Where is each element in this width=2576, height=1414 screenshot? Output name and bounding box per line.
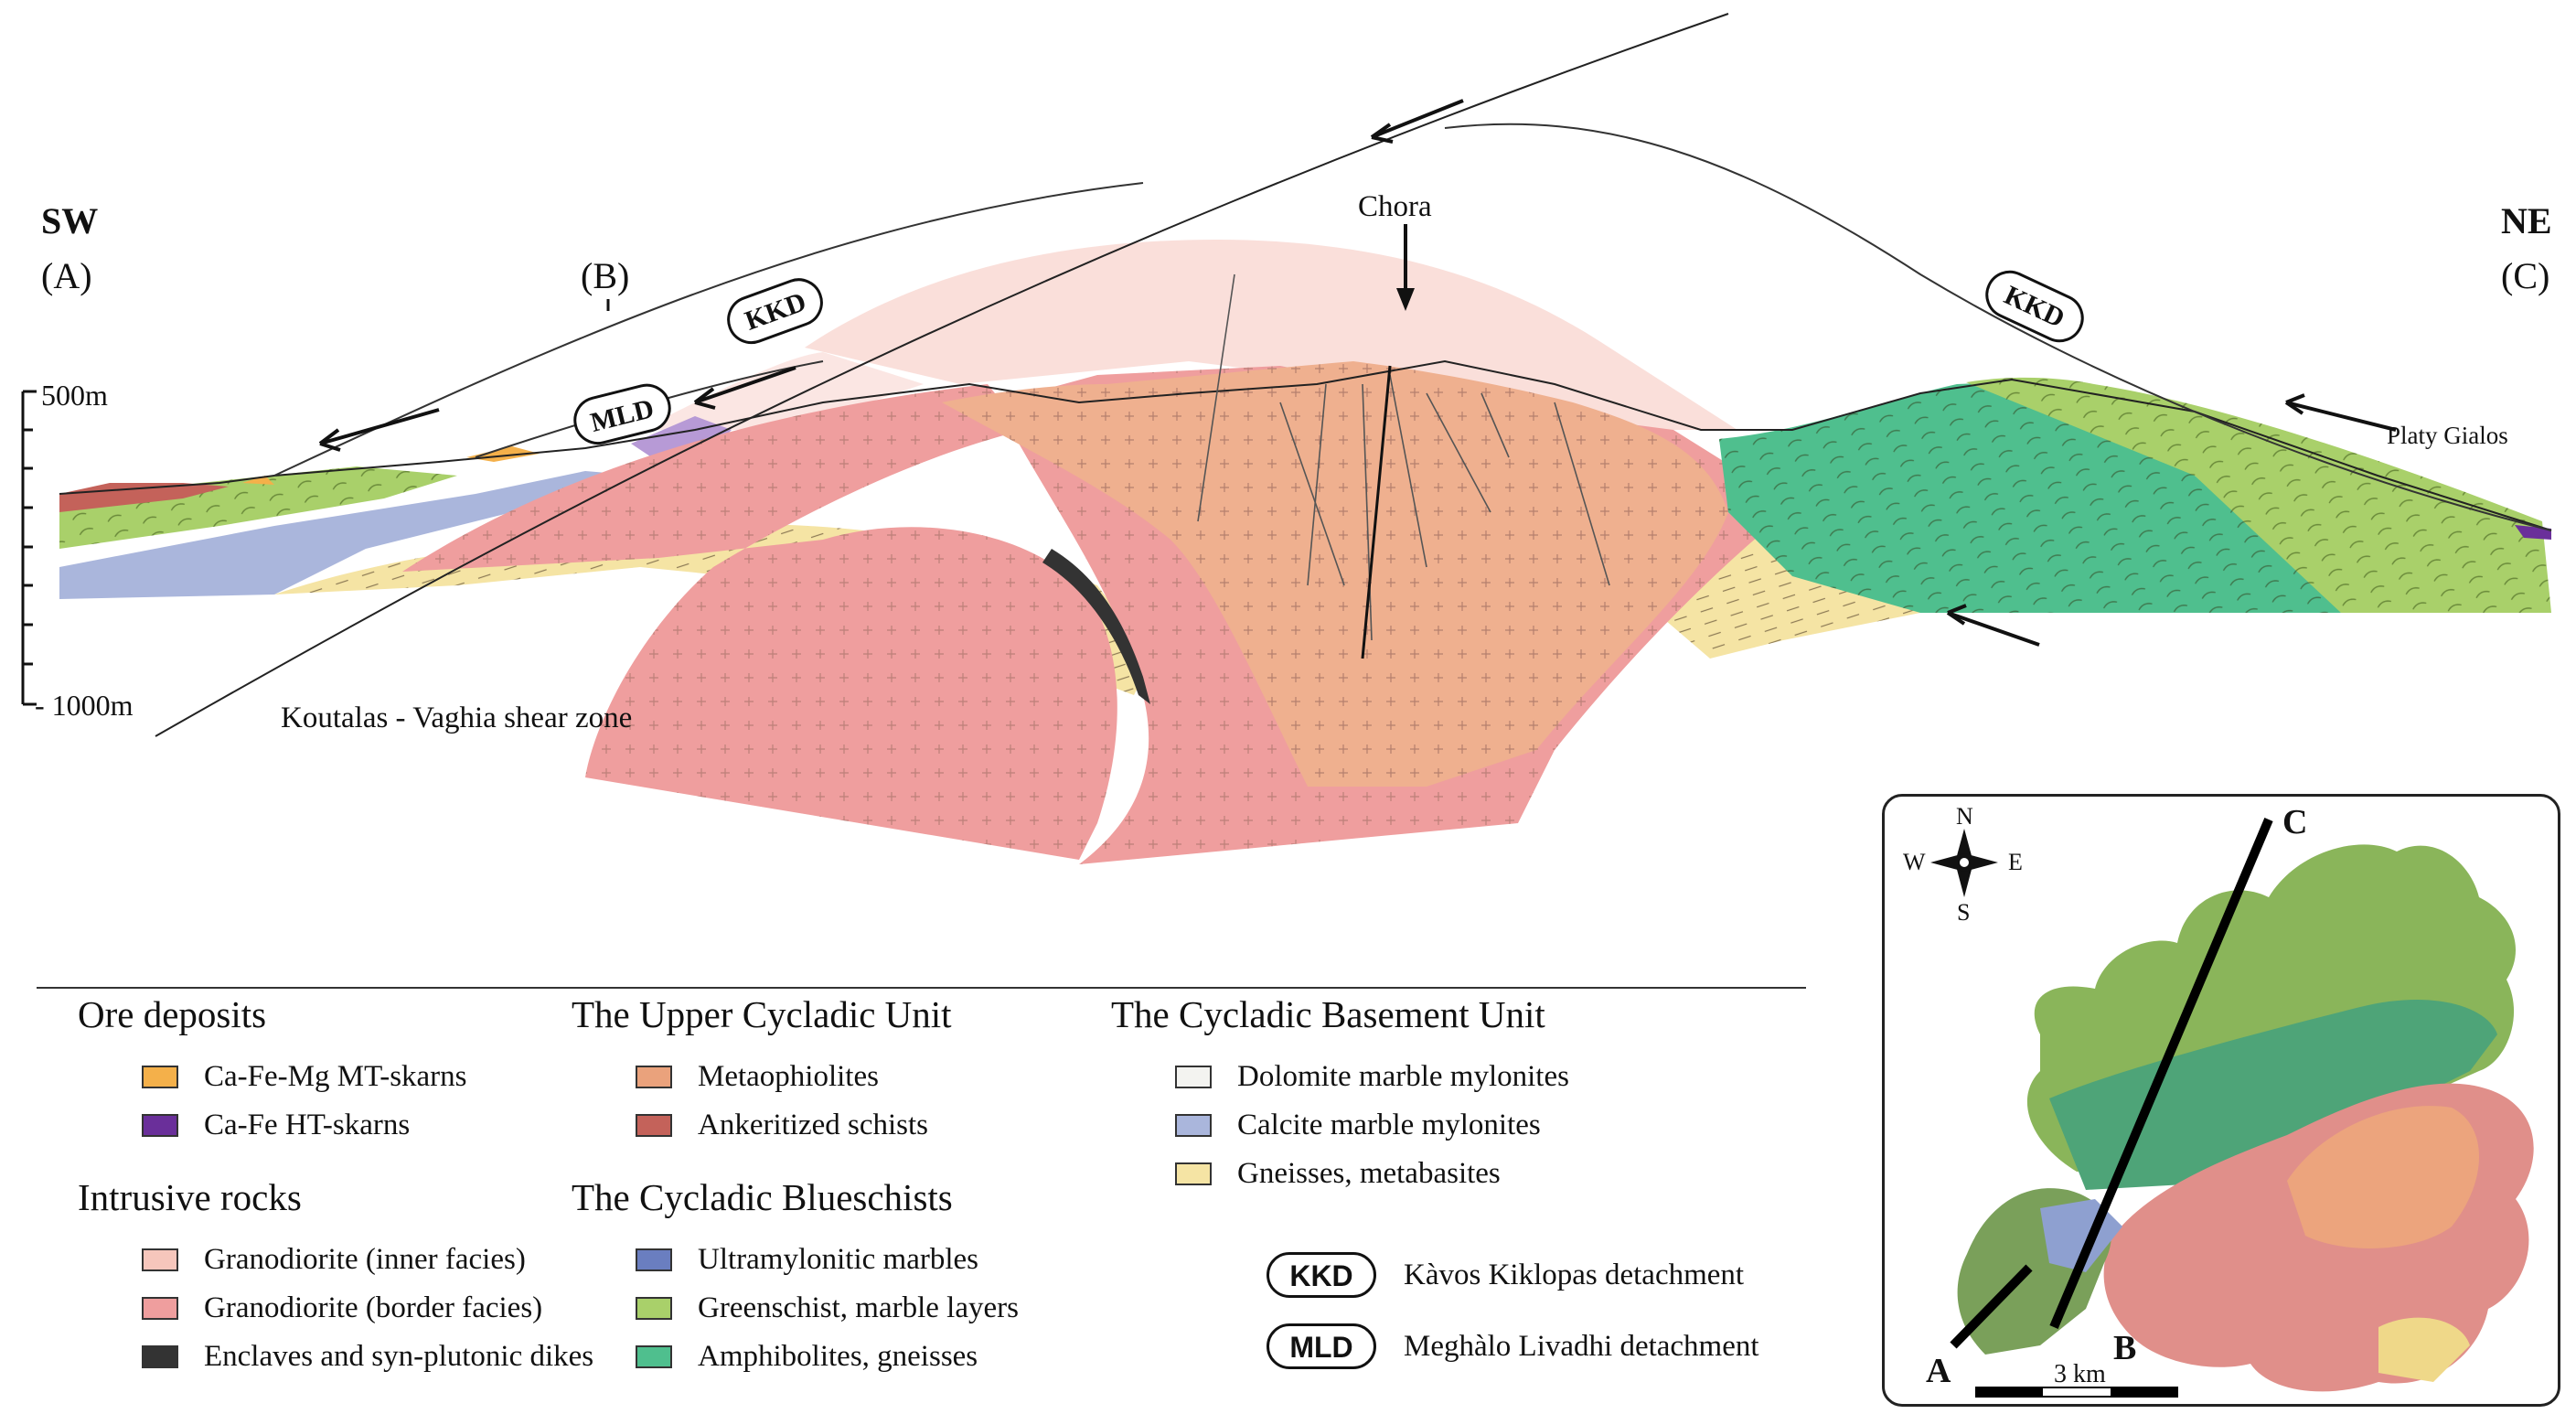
legend-upper-title: The Upper Cycladic Unit — [572, 993, 952, 1035]
legend-ore: Ore deposits Ca-Fe-Mg MT-skarns Ca-Fe HT… — [78, 992, 467, 1150]
legend-item: Enclaves and syn-plutonic dikes — [78, 1333, 593, 1381]
inset-map: N S W E A B C 3 km — [1882, 794, 2560, 1407]
inset-label-c: C — [2282, 803, 2307, 841]
inset-scale-label: 3 km — [2054, 1360, 2106, 1388]
legend-ore-title: Ore deposits — [78, 993, 267, 1035]
kkd-line-sw — [273, 182, 1144, 477]
legend-basement: The Cycladic Basement Unit Dolomite marb… — [1111, 992, 1569, 1198]
legend-item: Granodiorite (border facies) — [78, 1284, 593, 1333]
legend-intrusive: Intrusive rocks Granodiorite (inner faci… — [78, 1175, 593, 1381]
kkd-tag-sw: KKD — [727, 278, 823, 345]
chora-label: Chora — [1358, 190, 1432, 223]
legend-upper: The Upper Cycladic Unit Metaophiolites A… — [572, 992, 952, 1150]
fault-lines — [1197, 273, 1610, 641]
legend-item: Amphibolites, gneisses — [572, 1333, 1019, 1381]
point-c-label: (C) — [2501, 255, 2549, 296]
inset-map-svg: N S W E A B C 3 km — [1903, 803, 2534, 1398]
point-a-label: (A) — [41, 255, 92, 296]
legend-item: Calcite marble mylonites — [1111, 1101, 1569, 1150]
compass-e: E — [2008, 849, 2023, 875]
kkd-line-ne — [1444, 123, 2552, 531]
compass-w: W — [1903, 849, 1926, 875]
topography-line — [59, 359, 2552, 531]
island-gneiss — [2378, 1317, 2470, 1382]
island-amphibolite — [2049, 999, 2497, 1190]
inset-scale-bar — [1975, 1387, 2178, 1398]
legend: Ore deposits Ca-Fe-Mg MT-skarns Ca-Fe HT… — [64, 992, 1801, 1404]
legend-item: Granodiorite (inner facies) — [78, 1236, 593, 1284]
legend-blueschists: The Cycladic Blueschists Ultramylonitic … — [572, 1175, 1019, 1381]
sw-label: SW — [41, 200, 98, 241]
compass-icon — [1930, 829, 1998, 897]
compass-n: N — [1956, 803, 1973, 830]
platy-gialos-label: Platy Gialos — [2387, 422, 2508, 449]
legend-item: Greenschist, marble layers — [572, 1284, 1019, 1333]
inset-label-b: B — [2113, 1329, 2136, 1367]
shear-zone-label: Koutalas - Vaghia shear zone — [281, 702, 632, 734]
ne-label: NE — [2501, 200, 2552, 241]
vertical-scale — [21, 390, 37, 706]
calcite-marble-sw — [59, 471, 640, 599]
kkd-tag-ne: KKD — [1985, 270, 2084, 343]
legend-intrusive-title: Intrusive rocks — [78, 1176, 302, 1218]
legend-item: Ca-Fe-Mg MT-skarns — [78, 1053, 467, 1101]
legend-item: Gneisses, metabasites — [1111, 1150, 1569, 1198]
enclaves-dikes — [1042, 549, 1150, 704]
compass-s: S — [1957, 899, 1970, 926]
island-inner — [2287, 1106, 2479, 1248]
legend-item: Ankeritized schists — [572, 1101, 952, 1150]
legend-item: Metaophiolites — [572, 1053, 952, 1101]
inset-label-a: A — [1926, 1352, 1951, 1390]
shear-arrows — [318, 99, 2397, 647]
legend-blueschists-title: The Cycladic Blueschists — [572, 1176, 953, 1218]
legend-item: Ultramylonitic marbles — [572, 1236, 1019, 1284]
mld-tag: MLD — [573, 383, 671, 445]
scale-top-label: 500m — [41, 379, 108, 412]
point-b-label: (B) — [581, 255, 629, 296]
eroded-granodiorite-left — [640, 352, 924, 430]
section-line-ab — [1950, 1264, 2033, 1349]
eroded-granodiorite — [805, 240, 1737, 430]
scale-bottom-label: - 1000m — [35, 689, 134, 722]
mt-skarn-1 — [242, 476, 274, 485]
legend-item: Dolomite marble mylonites — [1111, 1053, 1569, 1101]
section-line-bc — [2049, 818, 2273, 1329]
koutalas-shear-line — [155, 13, 1729, 737]
main-dike — [1361, 365, 1392, 659]
legend-item: Ca-Fe HT-skarns — [78, 1101, 467, 1150]
legend-basement-title: The Cycladic Basement Unit — [1111, 993, 1545, 1035]
